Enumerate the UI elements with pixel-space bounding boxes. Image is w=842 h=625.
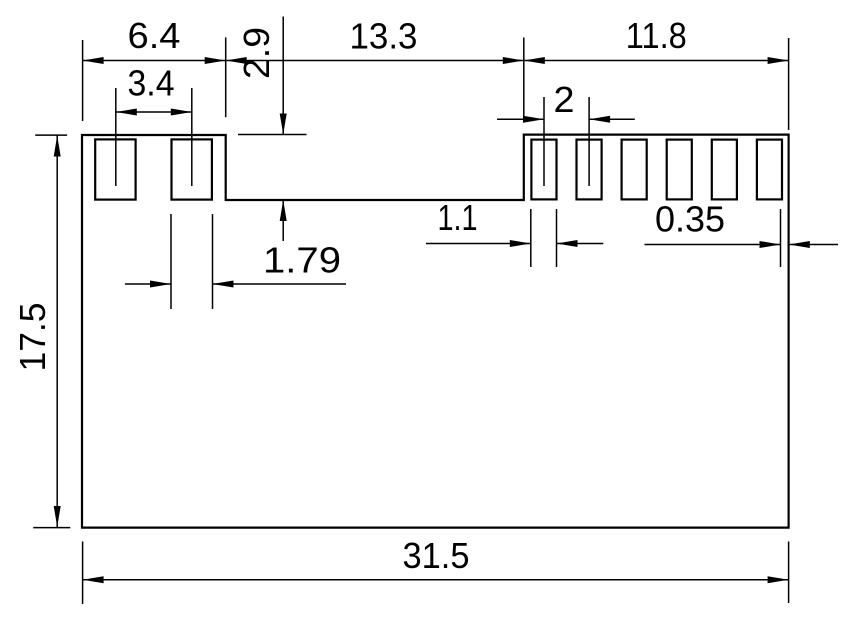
svg-text:31.5: 31.5 [403, 535, 470, 576]
svg-text:2.9: 2.9 [236, 27, 277, 79]
svg-text:2: 2 [554, 79, 575, 120]
svg-text:0.35: 0.35 [655, 199, 725, 240]
svg-text:6.4: 6.4 [128, 15, 181, 56]
svg-text:11.8: 11.8 [626, 15, 687, 56]
svg-text:1.79: 1.79 [263, 240, 341, 281]
svg-text:1.1: 1.1 [438, 197, 478, 238]
svg-text:17.5: 17.5 [12, 303, 53, 372]
svg-text:13.3: 13.3 [350, 16, 418, 57]
svg-text:3.4: 3.4 [128, 63, 175, 104]
